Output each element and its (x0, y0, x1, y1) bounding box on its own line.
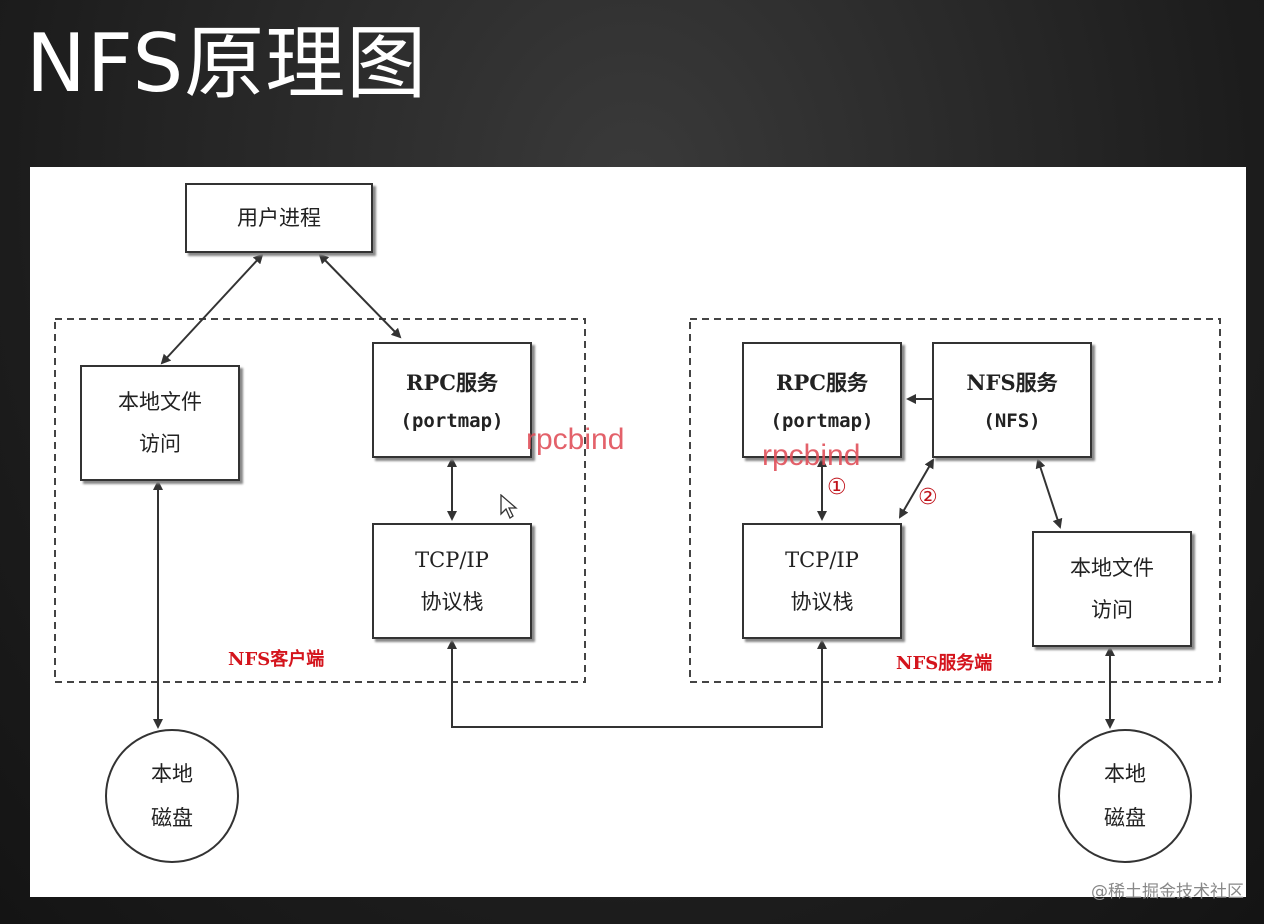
client-disk-line1: 本地 (151, 762, 193, 786)
arrow-nfs-tcp (898, 458, 935, 519)
arrow-nfs-local-file (1035, 458, 1063, 529)
client-group-label: NFS客户端 (228, 649, 325, 670)
client-disk-line2: 磁盘 (151, 806, 193, 830)
server-group-border (689, 318, 1221, 683)
server-nfs-line2: (NFS) (983, 410, 1041, 432)
server-local-file-line2: 访问 (1091, 598, 1133, 622)
server-disk: 本地 磁盘 (1058, 729, 1192, 863)
server-rpc-line1: RPC服务 (776, 370, 868, 395)
server-disk-line2: 磁盘 (1104, 806, 1146, 830)
client-local-file-line1: 本地文件 (118, 390, 202, 414)
user-process-box: 用户进程 (185, 183, 373, 253)
client-tcpip-line2: 协议栈 (420, 590, 484, 614)
client-rpc-line2: (portmap) (400, 410, 504, 432)
client-local-file-access-box: 本地文件 访问 (80, 365, 240, 481)
client-rpc-service-box: RPC服务 (portmap) (372, 342, 532, 458)
network-link (447, 639, 827, 728)
server-local-file-line1: 本地文件 (1070, 556, 1154, 580)
server-local-file-access-box: 本地文件 访问 (1032, 531, 1192, 647)
server-tcpip-line1: TCP/IP (785, 548, 859, 572)
client-local-file-line2: 访问 (139, 432, 181, 456)
client-disk: 本地 磁盘 (105, 729, 239, 863)
watermark: @稀土掘金技术社区 (1091, 882, 1244, 902)
step-1-marker: ① (827, 475, 847, 500)
client-rpcbind-note: rpcbind (526, 423, 625, 456)
server-rpc-service-box: RPC服务 (portmap) (742, 342, 902, 458)
arrow-user-to-local-file (160, 253, 264, 365)
server-tcpip-box: TCP/IP 协议栈 (742, 523, 902, 639)
server-rpcbind-note: rpcbind (762, 439, 861, 472)
server-disk-line1: 本地 (1104, 762, 1146, 786)
connector-lines (54, 253, 1221, 729)
step-2-marker: ② (918, 485, 938, 510)
server-rpc-line2: (portmap) (770, 410, 874, 432)
server-nfs-service-box: NFS服务 (NFS) (932, 342, 1092, 458)
client-tcpip-line1: TCP/IP (415, 548, 489, 572)
slide-title: NFS原理图 (26, 17, 428, 110)
client-rpc-line1: RPC服务 (406, 370, 498, 395)
mouse-cursor-icon (500, 494, 518, 519)
server-group-label: NFS服务端 (896, 653, 993, 674)
server-nfs-line1: NFS服务 (966, 370, 1058, 395)
arrow-user-to-rpc (318, 253, 402, 339)
server-tcpip-line2: 协议栈 (790, 590, 854, 614)
diagram-panel: 用户进程 本地文件 访问 RPC服务 (portmap) rpcbind TCP… (30, 167, 1246, 897)
user-process-label: 用户进程 (237, 206, 321, 230)
client-tcpip-box: TCP/IP 协议栈 (372, 523, 532, 639)
